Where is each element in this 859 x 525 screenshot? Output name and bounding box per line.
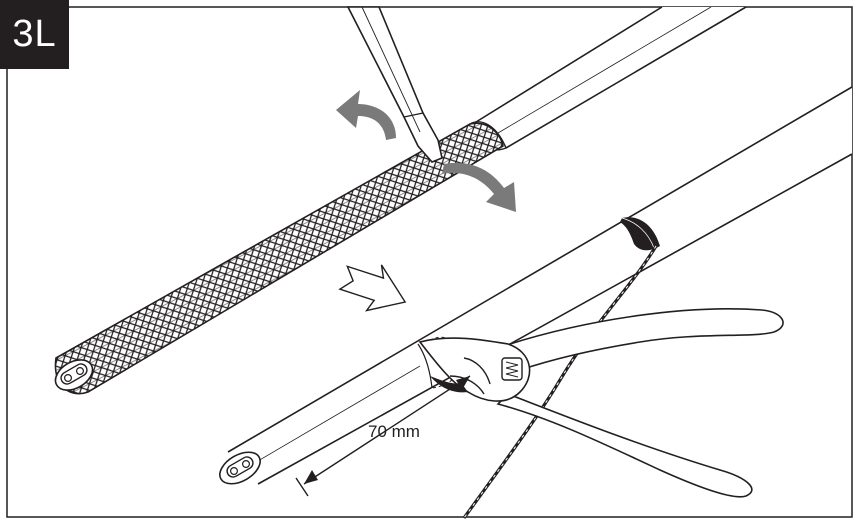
figure-border [6, 6, 853, 518]
drain-wire [462, 245, 658, 519]
pliers-icon [418, 308, 784, 498]
tape-band [620, 217, 660, 251]
lower-cable [219, 86, 853, 485]
hollow-arrow-icon [338, 264, 407, 312]
curved-arrow-icon [336, 90, 516, 212]
dimension-line: 70 mm [295, 375, 471, 497]
dimension-label: 70 mm [368, 422, 420, 441]
step-badge: 3L [0, 0, 69, 69]
braided-shield [54, 122, 504, 395]
screwdriver-icon [346, 6, 443, 163]
upper-cable-jacket [469, 6, 747, 151]
